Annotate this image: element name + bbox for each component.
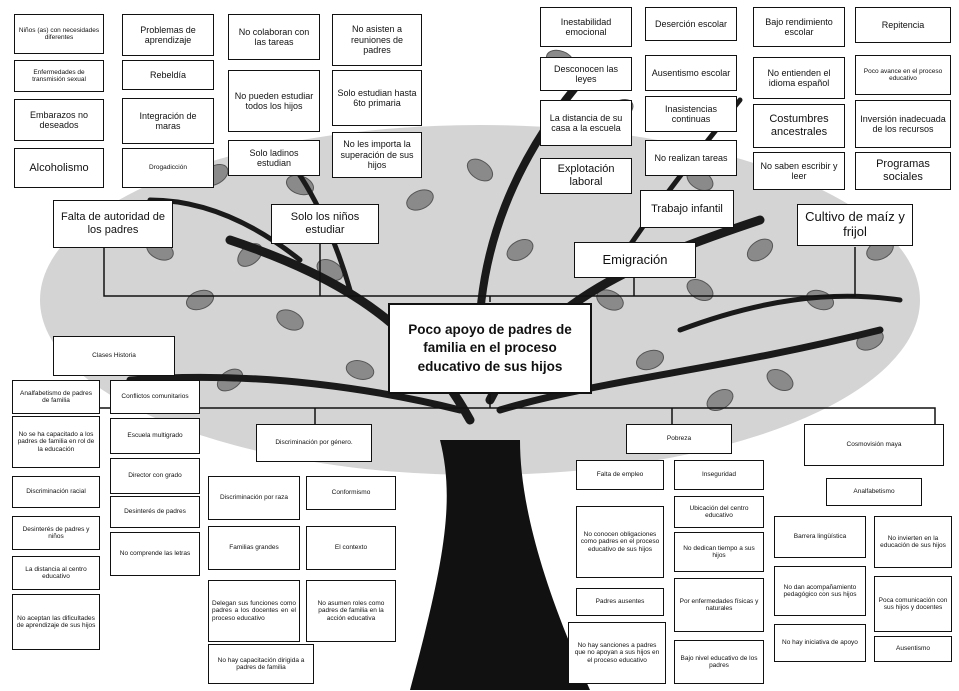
cause-box: Discriminación por raza — [208, 476, 300, 520]
effect-box: No entienden el idioma español — [753, 57, 845, 99]
effect-box: Embarazos no deseados — [14, 99, 104, 141]
cause-box: Conflictos comunitarios — [110, 380, 200, 414]
cause-box: No dedican tiempo a sus hijos — [674, 532, 764, 572]
cause-box: No conocen obligaciones como padres en e… — [576, 506, 664, 578]
cause-box: Familias grandes — [208, 526, 300, 570]
cause-box: No dan acompañamiento pedagógico con sus… — [774, 566, 866, 616]
cause-box: Conformismo — [306, 476, 396, 510]
cause-box: Bajo nivel educativo de los padres — [674, 640, 764, 684]
effect-box: Solo ladinos estudian — [228, 140, 320, 176]
cause-box: No invierten en la educación de sus hijo… — [874, 516, 952, 568]
cause-box: Ubicación del centro educativo — [674, 496, 764, 528]
effect-box: Niños (as) con necesidades diferentes — [14, 14, 104, 54]
tree-trunk — [410, 440, 590, 690]
cause-box: Falta de empleo — [576, 460, 664, 490]
effect-box: Repitencia — [855, 7, 951, 43]
effect-box: Programas sociales — [855, 152, 951, 190]
cause-group-box: Clases Historia — [53, 336, 175, 376]
cause-box: Delegan sus funciones como padres a los … — [208, 580, 300, 642]
cause-group-box: Cosmovisión maya — [804, 424, 944, 466]
effect-box: No asisten a reuniones de padres — [332, 14, 422, 66]
central-problem: Poco apoyo de padres de familia en el pr… — [388, 303, 592, 394]
effect-box: Deserción escolar — [645, 7, 737, 41]
cause-group-box: Discriminación por género. — [256, 424, 372, 462]
cause-box: Inseguridad — [674, 460, 764, 490]
effect-box: No realizan tareas — [645, 140, 737, 176]
effect-box: Problemas de aprendizaje — [122, 14, 214, 56]
effect-box: Explotación laboral — [540, 158, 632, 194]
effect-box: La distancia de su casa a la escuela — [540, 100, 632, 146]
cause-box: La distancia al centro educativo — [12, 556, 100, 590]
cause-group-box: Pobreza — [626, 424, 732, 454]
cause-box: Analfabetismo — [826, 478, 922, 506]
cause-box: No se ha capacitado a los padres de fami… — [12, 416, 100, 468]
effect-box: Bajo rendimiento escolar — [753, 7, 845, 47]
cause-box: Poca comunicación con sus hijos y docent… — [874, 576, 952, 632]
cause-box: No hay capacitación dirigida a padres de… — [208, 644, 314, 684]
cause-box: Escuela multigrado — [110, 418, 200, 454]
effect-group-box: Emigración — [574, 242, 696, 278]
cause-box: Director con grado — [110, 458, 200, 494]
cause-box: Barrera lingüística — [774, 516, 866, 558]
effect-box: Drogadicción — [122, 148, 214, 188]
effect-box: Solo estudian hasta 6to primaria — [332, 70, 422, 126]
effect-box: Desconocen las leyes — [540, 57, 632, 91]
effect-box: Costumbres ancestrales — [753, 104, 845, 148]
effect-box: Enfermedades de transmisión sexual — [14, 60, 104, 92]
effect-box: Integración de maras — [122, 98, 214, 144]
effect-group-box: Trabajo infantil — [640, 190, 734, 228]
cause-box: Analfabetismo de padres de familia — [12, 380, 100, 414]
effect-group-box: Falta de autoridad de los padres — [53, 200, 173, 248]
tree-leaves — [146, 49, 894, 411]
cause-box: No aceptan las dificultades de aprendiza… — [12, 594, 100, 650]
cause-box: No hay sanciones a padres que no apoyan … — [568, 622, 666, 684]
effect-box: Ausentismo escolar — [645, 55, 737, 91]
cause-box: No comprende las letras — [110, 532, 200, 576]
effect-box: No les importa la superación de sus hijo… — [332, 132, 422, 178]
effect-box: Rebeldía — [122, 60, 214, 90]
effect-box: Poco avance en el proceso educativo — [855, 55, 951, 95]
effect-box: Inestabilidad emocional — [540, 7, 632, 47]
effect-box: Alcoholismo — [14, 148, 104, 188]
effect-group-box: Cultivo de maíz y frijol — [797, 204, 913, 246]
cause-box: Ausentismo — [874, 636, 952, 662]
cause-box: No hay iniciativa de apoyo — [774, 624, 866, 662]
effect-box: No colaboran con las tareas — [228, 14, 320, 60]
cause-box: El contexto — [306, 526, 396, 570]
effect-group-box: Solo los niños estudiar — [271, 204, 379, 244]
effect-box: No saben escribir y leer — [753, 152, 845, 190]
effect-box: Inasistencias continuas — [645, 96, 737, 132]
cause-box: Desinterés de padres — [110, 496, 200, 528]
cause-box: Desinterés de padres y niños — [12, 516, 100, 550]
effect-box: No pueden estudiar todos los hijos — [228, 70, 320, 132]
cause-box: Padres ausentes — [576, 588, 664, 616]
cause-box: Por enfermedades físicas y naturales — [674, 578, 764, 632]
effect-box: Inversión inadecuada de los recursos — [855, 100, 951, 148]
cause-box: Discriminación racial — [12, 476, 100, 508]
cause-box: No asumen roles como padres de familia e… — [306, 580, 396, 642]
